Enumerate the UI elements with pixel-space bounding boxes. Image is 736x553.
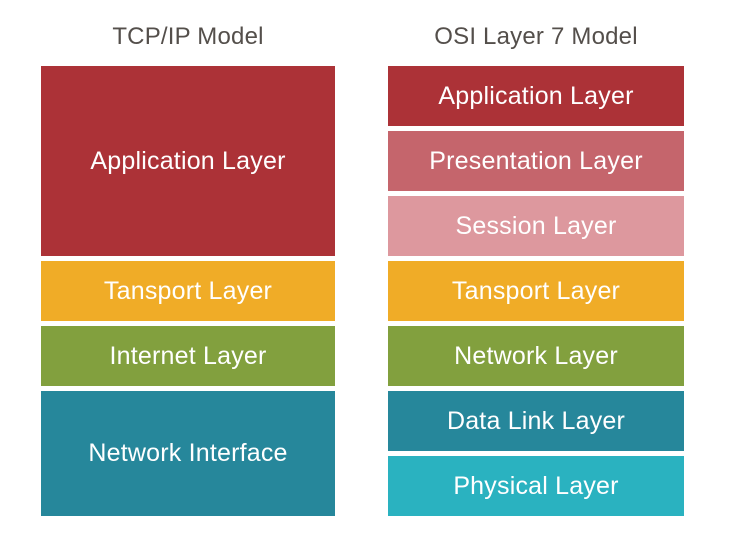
tcpip-layer-application-label: Application Layer — [90, 146, 286, 175]
osi-layer-network-label: Network Layer — [454, 341, 618, 370]
tcpip-layer-transport-label: Tansport Layer — [103, 276, 273, 305]
osi-layer-application: Application Layer — [388, 66, 684, 126]
tcpip-layer-network-interface: Network Interface — [41, 391, 335, 516]
osi-layer-application-label: Application Layer — [438, 81, 634, 110]
osi-layer-network: Network Layer — [388, 326, 684, 386]
osi-layer-transport: Tansport Layer — [388, 261, 684, 321]
osi-layer-session-label: Session Layer — [455, 211, 617, 240]
osi-model-title: OSI Layer 7 Model — [434, 23, 638, 50]
tcpip-layer-application: Application Layer — [41, 66, 335, 256]
osi-layer-session: Session Layer — [388, 196, 684, 256]
tcpip-layer-network-interface-label: Network Interface — [88, 439, 288, 467]
osi-layer-physical: Physical Layer — [388, 456, 684, 516]
osi-layer-transport-label: Tansport Layer — [451, 276, 621, 305]
tcpip-model-title: TCP/IP Model — [112, 23, 264, 50]
osi-layer-data-link: Data Link Layer — [388, 391, 684, 451]
osi-layer-data-link-label: Data Link Layer — [446, 406, 626, 435]
tcpip-layer-internet-label: Internet Layer — [109, 341, 267, 370]
osi-layer-physical-label: Physical Layer — [453, 471, 619, 500]
osi-layer-presentation-label: Presentation Layer — [429, 146, 643, 175]
osi-layer-presentation: Presentation Layer — [388, 131, 684, 191]
tcpip-layer-internet: Internet Layer — [41, 326, 335, 386]
tcpip-layer-transport: Tansport Layer — [41, 261, 335, 321]
